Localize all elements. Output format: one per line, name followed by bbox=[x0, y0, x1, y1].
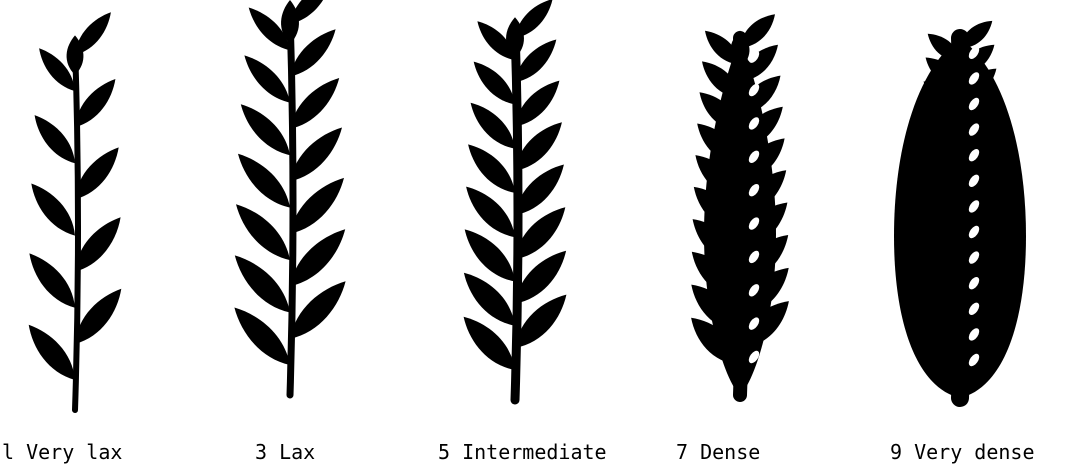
label-very-lax: l Very lax bbox=[2, 438, 122, 466]
spikelet-right bbox=[465, 229, 515, 281]
spikelet-right bbox=[31, 184, 75, 236]
spike-lax bbox=[234, 0, 345, 395]
spikelet-left bbox=[75, 79, 115, 127]
spikelet-right bbox=[474, 62, 515, 105]
spikelet-right bbox=[466, 187, 515, 238]
spikelet-right bbox=[238, 154, 290, 208]
spikelet-right bbox=[235, 255, 290, 312]
spikelet-left bbox=[515, 251, 566, 304]
spikelet-left bbox=[290, 281, 346, 339]
label-very-dense: 9 Very dense bbox=[890, 438, 1035, 466]
spikelet-left bbox=[515, 207, 565, 259]
spikelet-left bbox=[75, 147, 119, 199]
spikelet-left bbox=[515, 81, 559, 127]
spikelet-left bbox=[290, 78, 339, 129]
spikelet-right bbox=[29, 253, 75, 307]
spike-very-dense bbox=[894, 21, 1026, 398]
spikelet-right bbox=[471, 103, 515, 149]
spikelet-right bbox=[241, 104, 290, 155]
spikelet-right bbox=[35, 115, 75, 163]
label-lax: 3 Lax bbox=[255, 438, 315, 466]
spikelet-right bbox=[29, 325, 75, 380]
spikelet-left bbox=[290, 178, 344, 234]
spikelet-right bbox=[244, 55, 290, 102]
label-dense: 7 Dense bbox=[676, 438, 760, 466]
spikelet-left bbox=[75, 289, 121, 344]
spikelet-left bbox=[290, 229, 345, 286]
rachis bbox=[75, 45, 78, 410]
spikelet-right bbox=[464, 273, 515, 326]
spike-very-lax bbox=[29, 12, 122, 410]
spike-dense bbox=[691, 14, 789, 395]
spikelet-right bbox=[468, 144, 515, 193]
spike-intermediate bbox=[464, 0, 567, 400]
spikelet-left bbox=[290, 128, 342, 182]
spikelet-right bbox=[464, 317, 515, 370]
spikelet-left bbox=[515, 295, 566, 348]
spikelet-right bbox=[236, 204, 290, 260]
spikelet-left bbox=[75, 217, 121, 271]
label-intermediate: 5 Intermediate bbox=[438, 438, 607, 466]
spikelet-left bbox=[290, 29, 336, 76]
spikelet-right bbox=[234, 308, 290, 366]
